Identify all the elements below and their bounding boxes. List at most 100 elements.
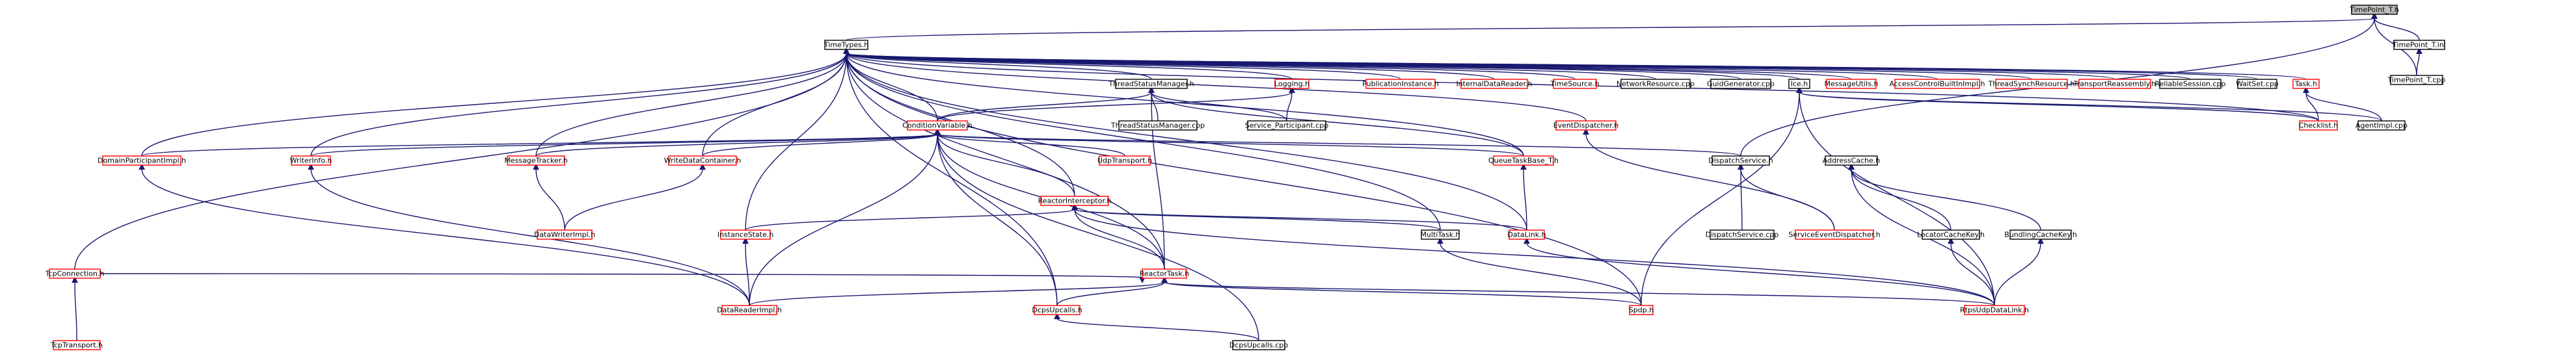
node-reliablesession-cpp[interactable]: ReliableSession.cpp [2154,79,2226,89]
node-dcpsupcalls-cpp[interactable]: DcpsUpcalls.cpp [1229,340,1288,350]
edge-timetypes_h-to-multitask_h [843,47,1441,231]
node-service-participant-cpp[interactable]: Service_Participant.cpp [1245,120,1329,131]
node-timetypes-h[interactable]: TimeTypes.h [824,40,868,50]
edge-threadstatusmanager_h-to-conditionvariable_h [937,86,1155,122]
node-timesource-h[interactable]: TimeSource.h [1550,79,1600,89]
node-task-h[interactable]: Task.h [2292,79,2320,89]
edge-queuetaskbase_t_h-to-datalink_h [1520,163,1527,231]
node-timepoint-t-cpp[interactable]: TimePoint_T.cpp [2387,75,2446,85]
node-box [291,155,331,166]
node-box [507,155,565,166]
node-label: TimeSource.h [1550,80,1599,88]
node-conditionvariable-h[interactable]: ConditionVariable.h [902,120,973,131]
node-addresscache-h[interactable]: AddressCache.h [1823,155,1881,166]
edge-conditionvariable_h-to-dcpsupcalls_h [934,128,1058,306]
edge-reactortask_h-to-tcpconnection_h [100,273,1146,283]
node-threadsynchresource-h[interactable]: ThreadSynchResource.h [1988,79,2075,89]
node-box [1710,79,1771,89]
node-box [2393,40,2445,50]
node-threadstatusmanager-h[interactable]: ThreadStatusManager.h [1108,79,1194,89]
node-datawriterimpl-h[interactable]: DataWriterImpl.h [534,229,595,240]
node-guidgenerator-cpp[interactable]: GuidGenerator.cpp [1707,79,1775,89]
node-logging-h[interactable]: Logging.h [1274,79,1309,89]
edge-reactorinterceptor_h-to-datalink_h [1071,203,1527,231]
node-label: DcpsUpcalls.cpp [1229,341,1288,350]
node-accesscontrolbuiltinimpl-h[interactable]: AccessControlBuiltInImpl.h [1889,79,1985,89]
node-label: TimePoint_T.inl [2392,41,2446,49]
edge-timetypes_h-to-logging_h [843,47,1293,80]
node-queuetaskbase-t-h[interactable]: QueueTaskBase_T.h [1488,155,1559,166]
node-box [2390,75,2443,85]
edge-timetypes_h-to-queuetaskbase_t_h [843,47,1524,157]
node-reactortask-h[interactable]: ReactorTask.h [1140,268,1190,279]
node-reactorinterceptor-h[interactable]: ReactorInterceptor.h [1038,196,1112,206]
node-datalink-h[interactable]: DataLink.h [1507,229,1546,240]
node-label: ThreadStatusManager.cpp [1110,122,1205,130]
node-box [721,305,777,315]
node-box [2351,5,2398,15]
node-box [1788,79,1810,89]
node-box [2078,79,2151,89]
node-serviceeventdispatcher-h[interactable]: ServiceEventDispatcher.h [1788,229,1881,240]
node-agentimpl-cpp[interactable]: AgentImpl.cpp [2355,120,2408,131]
node-rtpsudpdatalink-h[interactable]: RtpsUdpDataLink.h [1960,305,2029,315]
node-box [1620,79,1691,89]
node-dcpsupcalls-h[interactable]: DcpsUpcalls.h [1032,305,1082,315]
node-publicationinstance-h[interactable]: PublicationInstance.h [1362,79,1439,89]
edge-ice_h-to-rtpsudpdatalink_h [1796,86,1995,306]
node-spdp-h[interactable]: Spdp.h [1629,305,1654,315]
node-label: GuidGenerator.cpp [1707,80,1775,88]
node-box [720,229,771,240]
node-transportreassembly-h[interactable]: TransportReassembly.h [2073,79,2156,89]
node-writedatacontainer-h[interactable]: WriteDataContainer.h [664,155,742,166]
node-label: QueueTaskBase_T.h [1488,157,1559,165]
node-internaldatareader-h[interactable]: InternalDataReader.h [1456,79,1533,89]
node-label: MessageTracker.h [504,157,567,165]
node-tcptransport-h[interactable]: TcpTransport.h [50,340,103,350]
edge-conditionvariable_h-to-reactorinterceptor_h [934,128,1075,197]
node-dispatchservice-cpp[interactable]: DispatchService.cpp [1706,229,1778,240]
node-locatorcachekey-h[interactable]: LocatorCacheKey.h [1917,229,1985,240]
node-box [1922,229,1980,240]
node-label: PublicationInstance.h [1362,80,1439,88]
node-checklist-h[interactable]: Checklist.h [2299,120,2338,131]
node-writerinfo-h[interactable]: WriterInfo.h [290,155,332,166]
node-messageutils-h[interactable]: MessageUtils.h [1825,79,1879,89]
node-label: WriteDataContainer.h [664,157,742,165]
edge-timepoint_t_h-to-timepoint_t_inl [2371,12,2420,41]
node-box [1040,196,1109,206]
node-waitset-cpp[interactable]: WaitSet.cpp [2236,79,2279,89]
node-udptransport-h[interactable]: UdpTransport.h [1097,155,1152,166]
node-bundlingcachekey-h[interactable]: BundlingCacheKey.h [2004,229,2077,240]
node-label: ConditionVariable.h [902,122,973,130]
node-timepoint-t-inl[interactable]: TimePoint_T.inl [2392,40,2446,50]
edge-multitask_h-to-spdp_h [1437,237,1642,306]
edge-reactortask_h-to-dcpsupcalls_h [1056,276,1168,306]
node-dispatchservice-h[interactable]: DispatchService.h [1708,155,1773,166]
node-threadstatusmanager-cpp[interactable]: ThreadStatusManager.cpp [1110,120,1205,131]
node-box [2299,120,2338,131]
node-ice-h[interactable]: Ice.h [1788,79,1810,89]
node-label: WriterInfo.h [290,157,332,165]
node-label: InstanceState.h [718,231,773,239]
edge-reactorinterceptor_h-to-reactortask_h [1071,203,1165,270]
node-box [1460,79,1528,89]
node-datareaderimpl-h[interactable]: DataReaderImpl.h [717,305,782,315]
node-tcpconnection-h[interactable]: TcpConnection.h [45,268,105,279]
node-networkresource-cpp[interactable]: NetworkResource.cpp [1617,79,1695,89]
node-label: TransportReassembly.h [2073,80,2156,88]
node-messagetracker-h[interactable]: MessageTracker.h [504,155,568,166]
node-box [1365,79,1436,89]
node-label: Service_Participant.cpp [1245,122,1329,130]
node-multitask-h[interactable]: MultiTask.h [1420,229,1460,240]
node-domainparticipantimpl-h[interactable]: DomainParticipantImpl.h [98,155,186,166]
node-instancestate-h[interactable]: InstanceState.h [718,229,773,240]
node-label: DomainParticipantImpl.h [98,157,186,165]
node-eventdispatcher-h[interactable]: EventDispatcher.h [1553,120,1619,131]
edge-threadstatusmanager_h-to-service_participant_cpp [1148,86,1287,122]
node-box [1894,79,1980,89]
edge-ice_h-to-spdp_h [1641,86,1803,306]
edge-conditionvariable_h-to-writedatacontainer_h [702,128,941,157]
